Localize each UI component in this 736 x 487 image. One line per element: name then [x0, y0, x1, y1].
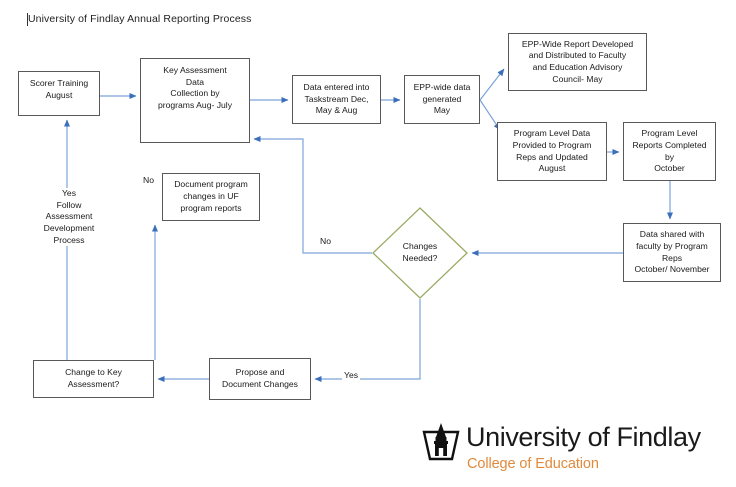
node-program-level-reports-label: Program Level Reports Completed by Octob…	[632, 128, 707, 174]
node-key-assessment-label: Key Assessment Data Collection by progra…	[157, 65, 233, 111]
node-changes-needed-label: Changes Needed?	[402, 241, 438, 263]
node-epp-wide-report-label: EPP-Wide Report Developed and Distribute…	[521, 38, 634, 84]
edge-label-yes-follow-assessment: Yes Follow Assessment Development Proces…	[33, 188, 105, 247]
text-caret	[27, 13, 28, 26]
node-document-program-changes[interactable]: Document program changes in UF program r…	[162, 173, 260, 221]
node-data-shared-label: Data shared with faculty by Program Reps…	[634, 229, 710, 275]
edge-label-no-changes-needed: No	[318, 236, 333, 246]
logo-wordmark: University of Findlay	[466, 422, 701, 452]
node-propose-document-changes-label: Propose and Document Changes	[222, 367, 298, 389]
edge-eppdata-to-programleveldata	[479, 99, 501, 131]
node-scorer-training[interactable]: Scorer Training August	[18, 71, 100, 116]
page-title: University of Findlay Annual Reporting P…	[28, 13, 252, 25]
logo-subtitle: College of Education	[467, 456, 599, 472]
node-data-shared[interactable]: Data shared with faculty by Program Reps…	[623, 223, 721, 282]
edge-label-no-document: No	[141, 175, 156, 185]
findlay-shield-tower-icon	[422, 423, 460, 461]
node-scorer-training-label: Scorer Training August	[29, 78, 89, 100]
node-propose-document-changes[interactable]: Propose and Document Changes	[209, 358, 311, 400]
node-program-level-data-label: Program Level Data Provided to Program R…	[512, 128, 592, 174]
node-data-entered-label: Data entered into Taskstream Dec, May & …	[303, 81, 370, 116]
node-epp-wide-data-label: EPP-wide data generated May	[413, 81, 471, 116]
node-data-entered[interactable]: Data entered into Taskstream Dec, May & …	[292, 75, 381, 124]
edge-changesneeded-yes-to-propose	[314, 299, 421, 383]
node-changes-needed[interactable]	[372, 207, 468, 299]
edge-label-yes-changes-needed: Yes	[342, 370, 361, 380]
node-program-level-reports[interactable]: Program Level Reports Completed by Octob…	[623, 122, 716, 181]
university-logo: University of Findlay College of Educati…	[421, 420, 721, 482]
node-change-to-key-assessment[interactable]: Change to Key Assessment?	[33, 360, 154, 398]
node-program-level-data[interactable]: Program Level Data Provided to Program R…	[497, 122, 607, 181]
edge-eppdata-to-eppreport	[479, 68, 505, 101]
node-epp-wide-data[interactable]: EPP-wide data generated May	[404, 75, 480, 124]
node-document-program-changes-label: Document program changes in UF program r…	[174, 179, 248, 213]
node-epp-wide-report[interactable]: EPP-Wide Report Developed and Distribute…	[508, 33, 647, 91]
node-key-assessment[interactable]: Key Assessment Data Collection by progra…	[140, 58, 250, 143]
edge-changesneeded-no-to-keyassessment	[253, 135, 372, 254]
node-change-to-key-assessment-label: Change to Key Assessment?	[65, 367, 122, 389]
